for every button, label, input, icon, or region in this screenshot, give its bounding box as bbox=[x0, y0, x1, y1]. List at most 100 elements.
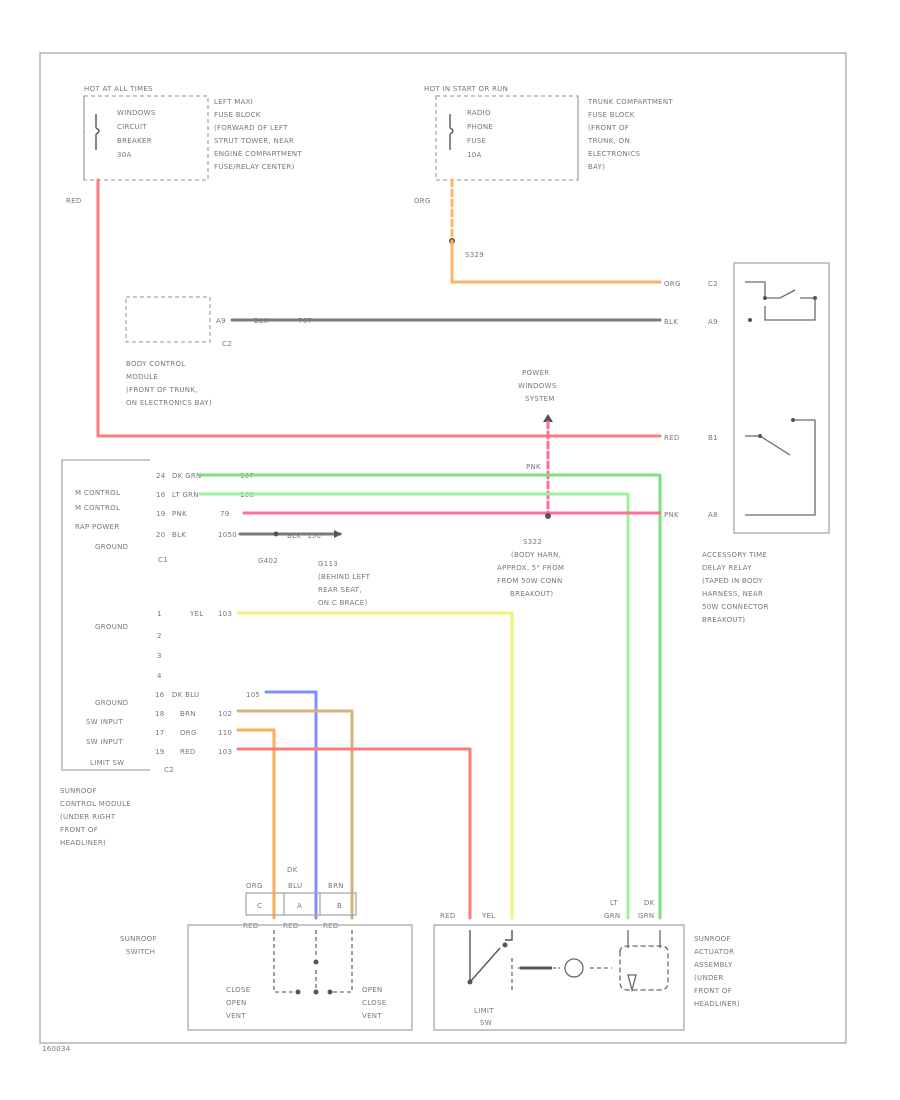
relay-label-line5: BREAKOUT) bbox=[702, 616, 745, 624]
wire-red-top-label: RED bbox=[66, 197, 82, 205]
wire-lt-grn bbox=[198, 492, 630, 920]
scm-label-ground-1: GROUND bbox=[95, 623, 128, 631]
scm-label-m-control-2: M CONTROL bbox=[75, 504, 120, 512]
actuator-label-line2: ASSEMBLY bbox=[694, 961, 733, 969]
bcm-pin: A9 bbox=[216, 317, 226, 325]
breaker-line1: WINDOWS bbox=[117, 109, 156, 117]
wire-org-switch bbox=[236, 728, 276, 920]
power-windows-line0: POWER bbox=[522, 369, 549, 377]
pin-bottom-17-circuit: 110 bbox=[218, 729, 232, 737]
pin-bottom-19: 19 bbox=[155, 748, 165, 756]
s322-line4: BREAKOUT) bbox=[510, 590, 553, 598]
actuator-box bbox=[433, 924, 685, 1031]
scm-label-line2: (UNDER RIGHT bbox=[60, 813, 116, 821]
scm-label-line4: HEADLINER) bbox=[60, 839, 106, 847]
hot-in-start-or-run-label: HOT IN START OR RUN bbox=[424, 85, 508, 93]
radio-fuse-line2: PHONE bbox=[467, 123, 493, 131]
relay-label-line0: ACCESSORY TIME bbox=[702, 551, 767, 559]
ground-150: 150 bbox=[307, 532, 321, 540]
pin-20-circuit: 1050 bbox=[218, 531, 237, 539]
relay-pin-c2: C2 bbox=[708, 280, 718, 288]
trunk-fuse-block-line1: FUSE BLOCK bbox=[588, 111, 635, 119]
trunk-fuse-block-line5: BAY) bbox=[588, 163, 605, 171]
pin-bottom-18-wire: BRN bbox=[180, 710, 196, 718]
scm-label-ground-2: GROUND bbox=[95, 699, 128, 707]
pin-bottom-19-circuit: 103 bbox=[218, 748, 232, 756]
actuator-wire-lt: LT bbox=[610, 899, 618, 907]
limit-sw-line0: LIMIT bbox=[474, 1007, 494, 1015]
relay-pin-b1: B1 bbox=[708, 434, 718, 442]
trunk-fuse-block-line3: TRUNK, ON bbox=[587, 137, 630, 145]
ground-g402-icon bbox=[334, 530, 342, 538]
splice-s329-label: S329 bbox=[465, 251, 484, 259]
hot-at-all-times-label: HOT AT ALL TIMES bbox=[84, 85, 153, 93]
sunroof-switch-box bbox=[187, 924, 413, 1031]
open-close-vent-line2: VENT bbox=[362, 1012, 382, 1020]
actuator-label-line3: (UNDER bbox=[694, 974, 724, 982]
diagram-frame bbox=[39, 52, 847, 1044]
pin-19-circuit: 79 bbox=[220, 510, 230, 518]
trunk-fuse-block-line2: (FRONT OF bbox=[588, 124, 629, 132]
close-open-vent-line0: CLOSE bbox=[226, 986, 250, 994]
wire-dk-blu bbox=[264, 690, 318, 920]
left-fuse-block-line4: ENGINE COMPARTMENT bbox=[214, 150, 302, 158]
scm-connector-c2: C2 bbox=[164, 766, 174, 774]
pin-bottom-16-circuit: 105 bbox=[246, 691, 260, 699]
diagram-id: 160034 bbox=[42, 1045, 71, 1053]
wire-dk-grn bbox=[198, 473, 662, 920]
scm-label-sw-input-2: SW INPUT bbox=[86, 738, 123, 746]
pin-bottom-16-wire: DK BLU bbox=[172, 691, 199, 699]
actuator-wire-yel: YEL bbox=[481, 912, 496, 920]
breaker-line4: 30A bbox=[117, 151, 132, 159]
relay-box bbox=[733, 262, 830, 534]
sunroof-switch-line0: SUNROOF bbox=[120, 935, 157, 943]
scm-label-line0: SUNROOF bbox=[60, 787, 97, 795]
g113-line1: (BEHIND LEFT bbox=[318, 573, 371, 581]
bcm-label-line0: BODY CONTROL bbox=[126, 360, 185, 368]
switch-top-wire-brn: BRN bbox=[328, 882, 344, 890]
scm-label-rap-power: RAP POWER bbox=[75, 523, 119, 531]
actuator-label-line1: ACTUATOR bbox=[694, 948, 734, 956]
switch-top-wire-blu: BLU bbox=[288, 882, 302, 890]
trunk-fuse-block-line4: ELECTRONICS bbox=[588, 150, 640, 158]
wire-org-main bbox=[450, 239, 662, 284]
pin-19-wire: PNK bbox=[172, 510, 187, 518]
relay-switch-icon bbox=[745, 419, 816, 516]
pin-20: 20 bbox=[156, 531, 166, 539]
breaker-line2: CIRCUIT bbox=[117, 123, 147, 131]
pin-bottom-19-wire: RED bbox=[180, 748, 196, 756]
switch-pin-c: C bbox=[257, 902, 262, 910]
s322-line1: (BODY HARN, bbox=[511, 551, 561, 559]
pin-3: 3 bbox=[157, 652, 162, 660]
g402-label: G402 bbox=[258, 557, 278, 565]
relay-contact-top-icon bbox=[745, 281, 816, 321]
actuator-wire-dk-grn: GRN bbox=[638, 912, 654, 920]
switch-pin-a: A bbox=[297, 902, 302, 910]
circuit-breaker-icon bbox=[95, 114, 100, 150]
relay-label-line2: (TAPED IN BODY bbox=[702, 577, 763, 585]
actuator-wire-dk: DK bbox=[644, 899, 655, 907]
open-close-vent-line0: OPEN bbox=[362, 986, 383, 994]
relay-pin-a9: A9 bbox=[708, 318, 718, 326]
s322-line2: APPROX. 5" FROM bbox=[497, 564, 564, 572]
s322-line0: S322 bbox=[523, 538, 542, 546]
wire-red-main bbox=[96, 178, 662, 438]
bcm-label-line1: MODULE bbox=[126, 373, 158, 381]
switch-pin-b: B bbox=[337, 902, 342, 910]
actuator-label-line5: HEADLINER) bbox=[694, 1000, 740, 1008]
pin-16: 16 bbox=[156, 491, 166, 499]
pin-bottom-18: 18 bbox=[155, 710, 165, 718]
bcm-label-line3: ON ELECTRONICS BAY) bbox=[126, 399, 212, 407]
switch-pin-wire-c: RED bbox=[243, 922, 259, 930]
radio-fuse-line3: FUSE bbox=[467, 137, 486, 145]
pin-20-wire: BLK bbox=[172, 531, 186, 539]
wire-yel bbox=[236, 611, 514, 920]
limit-sw-line1: SW bbox=[480, 1019, 492, 1027]
close-open-vent-line2: VENT bbox=[226, 1012, 246, 1020]
g113-line0: G113 bbox=[318, 560, 338, 568]
scm-label-line1: CONTROL MODULE bbox=[60, 800, 131, 808]
relay-pin-org: ORG bbox=[664, 280, 681, 288]
wire-pnk-mid: PNK bbox=[526, 463, 541, 471]
switch-connector-box bbox=[245, 892, 357, 916]
